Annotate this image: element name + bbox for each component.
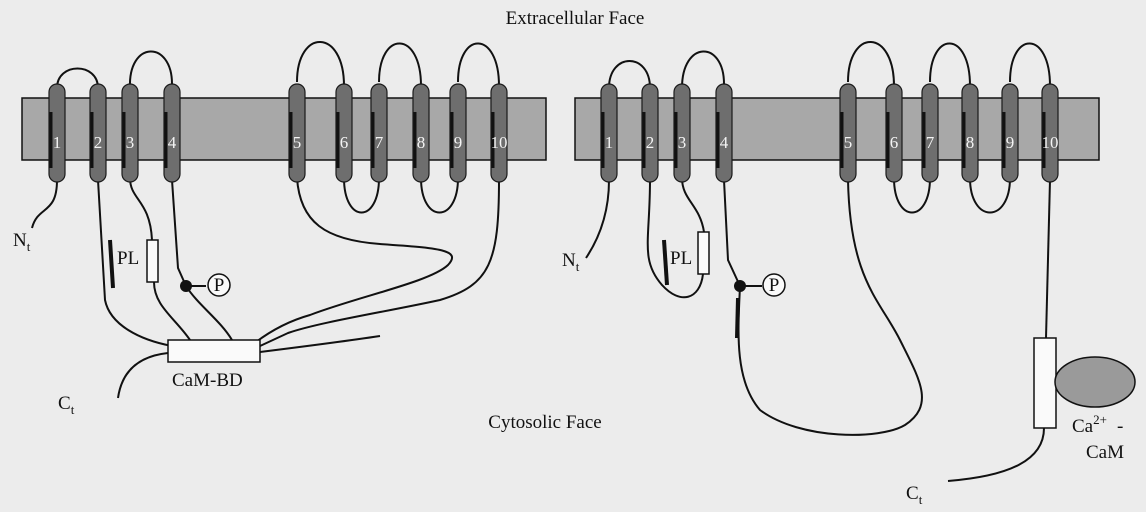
c-terminus-tail (948, 428, 1044, 481)
helix-right-9: 9 (1002, 84, 1018, 182)
extracellular-loop (1010, 43, 1050, 86)
helix-number: 5 (293, 133, 302, 152)
helix-right-6: 6 (886, 84, 902, 182)
cytosolic-segment (130, 178, 152, 240)
ca-label: Ca2+- (1072, 412, 1123, 437)
n-terminus-label-left: Nt (13, 230, 31, 254)
helix-number: 10 (491, 133, 508, 152)
cam-label: CaM (1086, 442, 1124, 463)
helix-left-9: 9 (450, 84, 466, 182)
helix-number: 1 (605, 133, 614, 152)
cytosolic-loop (970, 178, 1010, 213)
helix-number: 4 (720, 133, 729, 152)
helix-number: 6 (890, 133, 899, 152)
helix-number: 8 (417, 133, 426, 152)
helix-right-10: 10 (1042, 84, 1059, 182)
extracellular-loop (297, 42, 344, 86)
pl-label-left: PL (117, 248, 139, 269)
helix-right-5: 5 (840, 84, 856, 182)
cambd-box (1034, 338, 1056, 428)
pl-label-right: PL (670, 248, 692, 269)
helix-number: 5 (844, 133, 853, 152)
c-terminal-segment (260, 180, 499, 346)
cytosolic-loop (894, 178, 930, 213)
n-terminus-label-right: Nt (562, 250, 580, 274)
cambd-box (168, 340, 260, 362)
helix-right-8: 8 (962, 84, 978, 182)
extracellular-loop (609, 61, 650, 88)
helix-left-3: 3 (122, 84, 138, 182)
helix-number: 2 (94, 133, 103, 152)
helix-right-1: 1 (601, 84, 617, 182)
helix-right-2: 2 (642, 84, 658, 182)
extracellular-face-label: Extracellular Face (506, 8, 645, 29)
helix-right-3: 3 (674, 84, 690, 182)
cytosolic-segment (724, 180, 740, 286)
cytosolic-segment (682, 178, 704, 232)
n-terminus-tail (586, 180, 609, 258)
helix-number: 6 (340, 133, 349, 152)
cytosolic-face-label: Cytosolic Face (488, 412, 601, 433)
n-terminus-tail (32, 180, 57, 228)
phospho-site-dot (180, 280, 192, 292)
helix-number: 9 (454, 133, 463, 152)
helix-left-4: 4 (164, 84, 180, 182)
helix-right-7: 7 (922, 84, 938, 182)
helix-number: 7 (375, 133, 384, 152)
helix-number: 3 (126, 133, 135, 152)
loop-marker (737, 298, 738, 338)
helix-left-7: 7 (371, 84, 387, 182)
helix-number: 3 (678, 133, 687, 152)
helix-left-8: 8 (413, 84, 429, 182)
helix-right-4: 4 (716, 84, 732, 182)
extracellular-loop (682, 51, 724, 88)
extracellular-loop (57, 69, 98, 89)
c-terminal-segment (1046, 180, 1050, 338)
large-cytosolic-loop (739, 180, 922, 435)
extracellular-loop (848, 42, 894, 86)
c-terminus-label-right: Ct (906, 483, 923, 507)
pl-marker (664, 240, 667, 285)
helix-left-5: 5 (289, 84, 305, 182)
cytosolic-segment (172, 180, 186, 286)
extracellular-loop (458, 43, 499, 86)
pl-box (698, 232, 709, 274)
cytosolic-loop (421, 178, 458, 213)
helix-number: 4 (168, 133, 177, 152)
pl-marker (110, 240, 113, 288)
extracellular-loop (130, 51, 172, 88)
c-terminus-label-left: Ct (58, 393, 75, 417)
helix-number: 8 (966, 133, 975, 152)
helix-left-10: 10 (491, 84, 508, 182)
phospho-site-dot (734, 280, 746, 292)
helix-number: 1 (53, 133, 62, 152)
helix-left-1: 1 (49, 84, 65, 182)
cytosolic-segment (648, 180, 703, 297)
extracellular-loop (379, 43, 421, 86)
helix-number: 7 (926, 133, 935, 152)
helix-number: 9 (1006, 133, 1015, 152)
helix-number: 10 (1042, 133, 1059, 152)
helix-left-2: 2 (90, 84, 106, 182)
phospho-label-right: P (769, 275, 780, 296)
helix-number: 2 (646, 133, 655, 152)
calmodulin-ellipse (1055, 357, 1135, 407)
cambd-label: CaM-BD (172, 370, 243, 391)
phospho-label-left: P (214, 275, 225, 296)
pl-box (147, 240, 158, 282)
extracellular-loop (930, 43, 970, 86)
cytosolic-loop (344, 178, 379, 213)
helix-left-6: 6 (336, 84, 352, 182)
c-terminus-tail (118, 353, 168, 398)
